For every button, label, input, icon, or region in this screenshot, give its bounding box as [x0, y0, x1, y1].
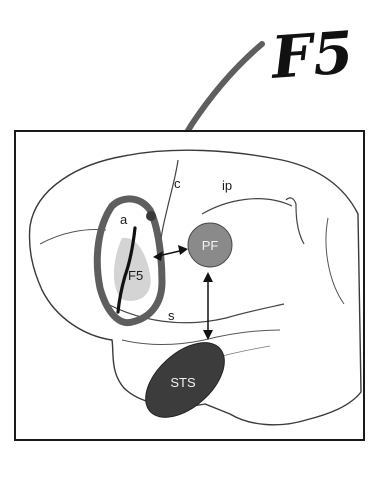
f5-region-label: F5 [128, 268, 143, 283]
pf-area-label: PF [202, 238, 219, 253]
sts-area-label: STS [170, 375, 196, 390]
handwritten-f5-label: F5 [267, 18, 355, 92]
sulcus-s-label: s [168, 308, 175, 323]
pointer-end-dot [146, 211, 156, 221]
sulcus-c-label: c [174, 176, 181, 191]
sulcus-a-label: a [120, 212, 128, 227]
sulcus-ip-label: ip [222, 178, 232, 193]
